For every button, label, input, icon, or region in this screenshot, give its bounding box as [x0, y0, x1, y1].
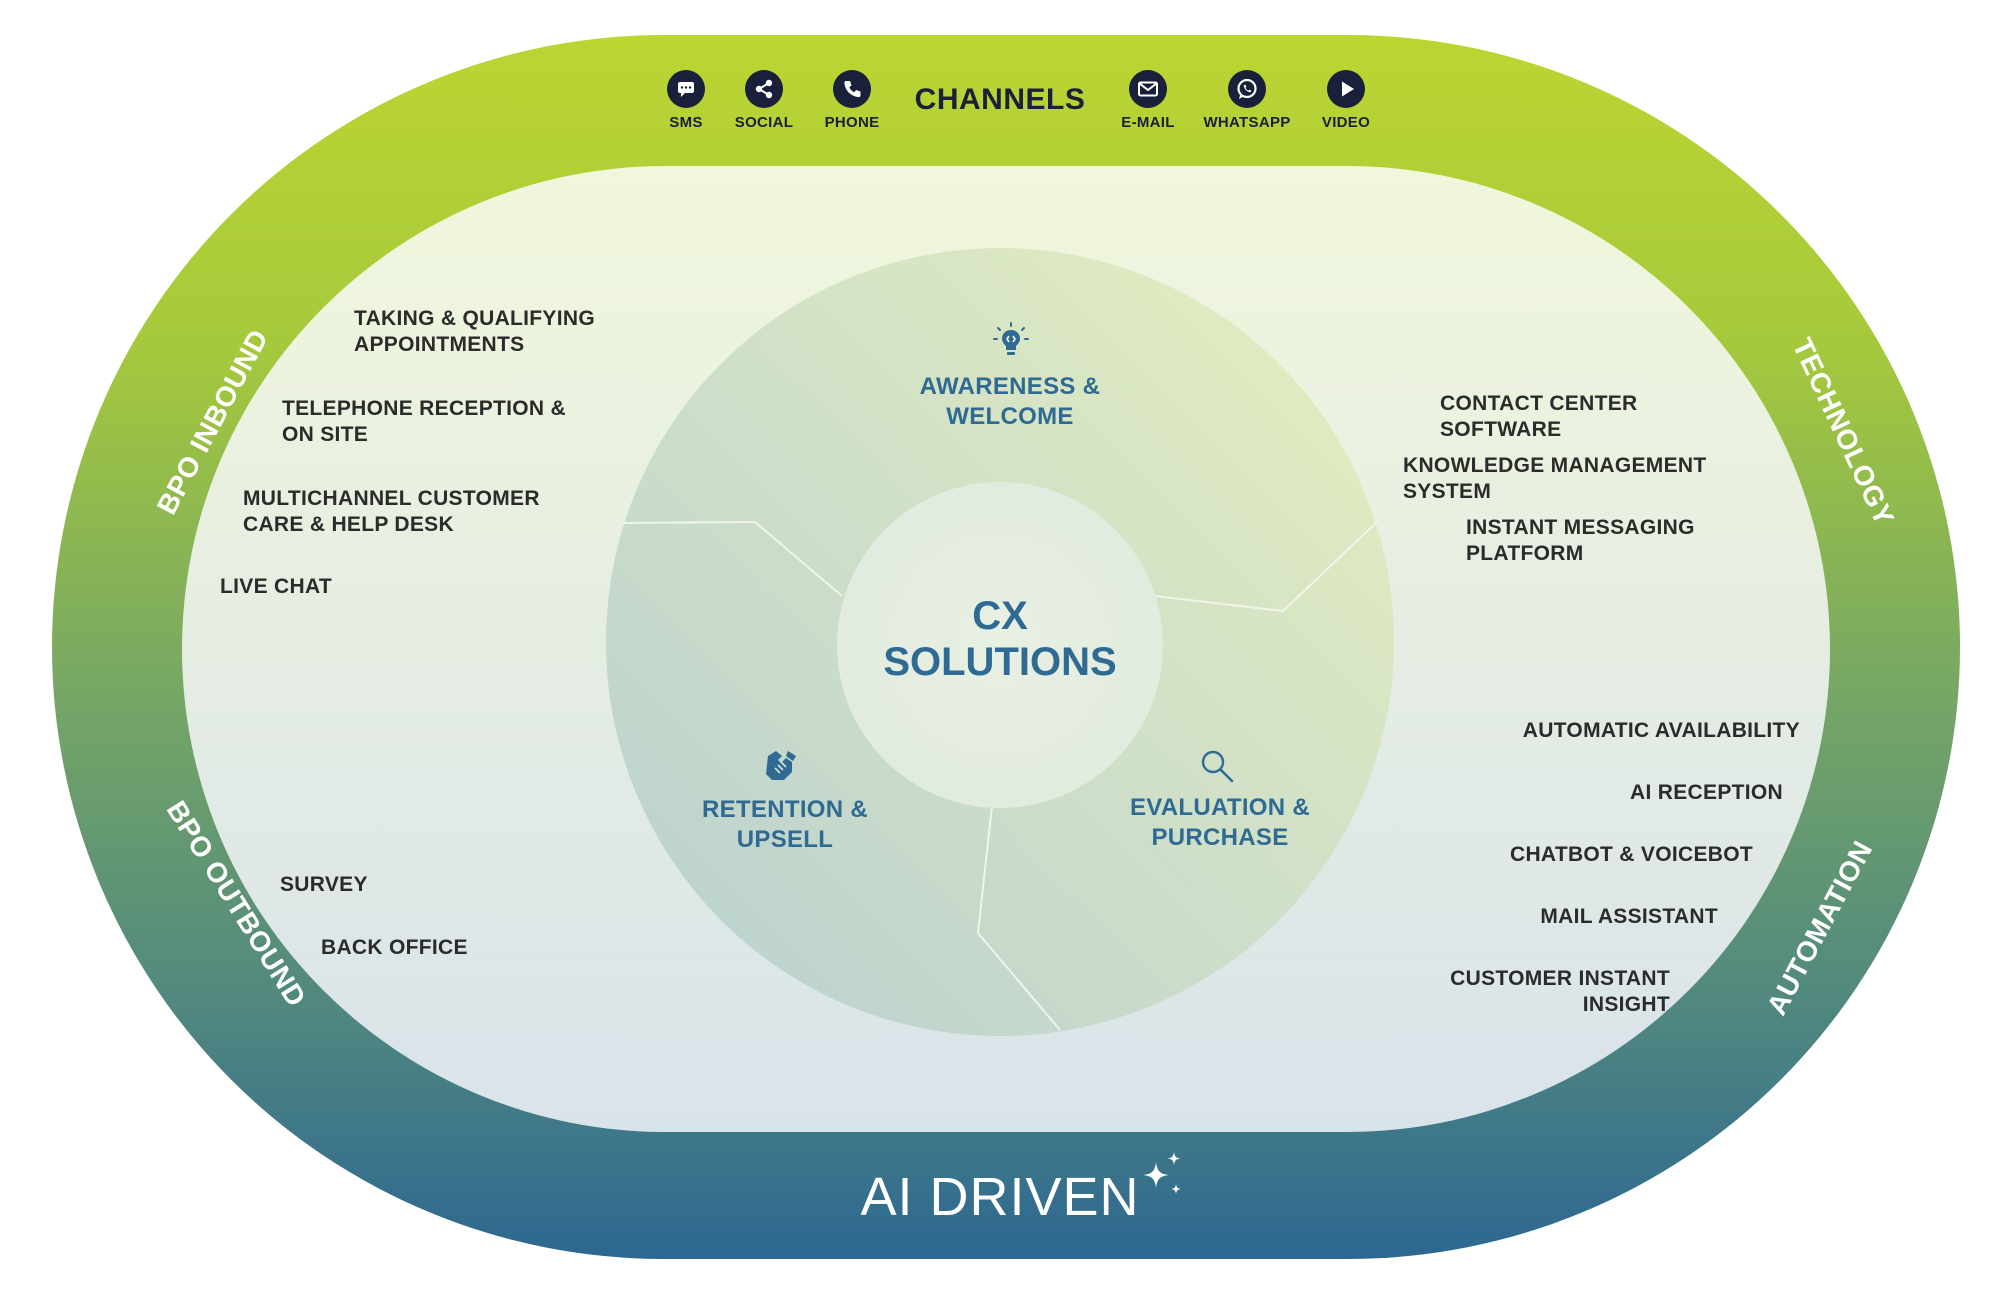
play-icon[interactable]	[1327, 70, 1365, 108]
list-item: LIVE CHAT	[220, 575, 332, 598]
channel-label-email: E-MAIL	[1121, 114, 1175, 131]
lightbulb-icon	[993, 322, 1029, 355]
list-item: INSTANT MESSAGING PLATFORM	[1466, 516, 1695, 565]
channel-label-video: VIDEO	[1321, 114, 1371, 131]
list-item: BACK OFFICE	[321, 936, 468, 959]
ai-driven-label: AI DRIVEN	[860, 1167, 1140, 1227]
list-item: CHATBOT & VOICEBOT	[1509, 843, 1753, 866]
channel-label-whatsapp: WHATSAPP	[1203, 114, 1291, 131]
stage-awareness-label: AWARENESS & WELCOME	[919, 373, 1101, 430]
share-icon[interactable]	[745, 70, 783, 108]
stage-retention-label: RETENTION & UPSELL	[702, 796, 868, 853]
center-title-line1: CX	[972, 594, 1028, 638]
handshake-icon	[766, 751, 796, 780]
list-item: CONTACT CENTER SOFTWARE	[1440, 392, 1638, 441]
list-item: CUSTOMER INSTANT INSIGHT	[1450, 967, 1670, 1016]
list-item: MAIL ASSISTANT	[1540, 905, 1718, 928]
email-icon[interactable]	[1129, 70, 1167, 108]
list-item: TAKING & QUALIFYING APPOINTMENTS	[354, 307, 595, 356]
list-item: MULTICHANNEL CUSTOMER CARE & HELP DESK	[243, 487, 540, 536]
channel-label-sms: SMS	[669, 114, 703, 131]
segment-dividers	[622, 520, 1378, 1031]
sparkle-icon	[1143, 1152, 1181, 1194]
center-circle	[837, 482, 1163, 808]
center-title-line2: SOLUTIONS	[883, 640, 1117, 684]
sms-icon[interactable]	[667, 70, 705, 108]
list-item: SURVEY	[280, 873, 368, 896]
list-item: TELEPHONE RECEPTION & ON SITE	[282, 397, 566, 446]
center-title: CX SOLUTIONS	[840, 593, 1160, 685]
list-item: AI RECEPTION	[1630, 781, 1783, 804]
magnifier-icon	[1201, 750, 1234, 783]
channel-label-social: SOCIAL	[734, 114, 794, 131]
phone-icon[interactable]	[833, 70, 871, 108]
list-item: AUTOMATIC AVAILABILITY	[1522, 719, 1800, 742]
whatsapp-icon[interactable]	[1228, 70, 1266, 108]
channels-title: CHANNELS	[914, 83, 1086, 116]
list-item: KNOWLEDGE MANAGEMENT SYSTEM	[1403, 454, 1707, 503]
channel-label-phone: PHONE	[824, 114, 880, 131]
stage-evaluation-label: EVALUATION & PURCHASE	[1129, 794, 1311, 851]
